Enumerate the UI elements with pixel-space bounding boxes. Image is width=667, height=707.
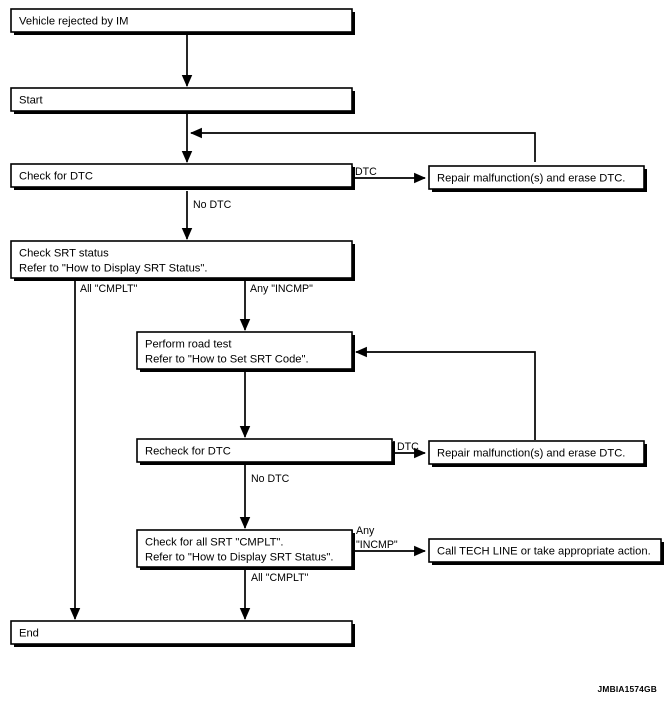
edge-label-no-dtc-mid: No DTC [251,473,290,485]
node-repair-1-label: Repair malfunction(s) and erase DTC. [437,172,625,184]
node-check-srt-status-line2: Refer to "How to Display SRT Status". [19,262,207,274]
connector-repair1-loopback [190,127,536,162]
node-end: End [10,620,355,647]
node-check-dtc: Check for DTC [10,163,355,190]
edge-label-any-incmp-top: Any "INCMP" [250,283,313,295]
edge-label-all-cmplt-bottom: All "CMPLT" [251,572,309,584]
node-vehicle-rejected: Vehicle rejected by IM [10,8,355,35]
node-check-dtc-label: Check for DTC [19,170,93,182]
node-end-label: End [19,627,39,639]
connector-repair2-loopback [355,346,536,440]
node-start-label: Start [19,94,44,106]
node-repair-2-label: Repair malfunction(s) and erase DTC. [437,447,625,459]
node-check-srt-status: Check SRT status Refer to "How to Displa… [10,240,355,281]
figure-id-label: JMBIA1574GB [598,684,657,694]
node-start: Start [10,87,355,114]
node-repair-2: Repair malfunction(s) and erase DTC. [428,440,647,467]
edge-label-all-cmplt-top: All "CMPLT" [80,283,138,295]
edge-label-any-incmp-bottom-line2: "INCMP" [356,539,398,551]
edge-label-any-incmp-bottom-line1: Any [356,525,375,537]
node-perform-road-test-line2: Refer to "How to Set SRT Code". [145,353,309,365]
node-repair-1: Repair malfunction(s) and erase DTC. [428,165,647,192]
node-recheck-dtc: Recheck for DTC [136,438,395,465]
node-vehicle-rejected-label: Vehicle rejected by IM [19,15,128,27]
node-call-tech-line: Call TECH LINE or take appropriate actio… [428,538,664,565]
node-perform-road-test-line1: Perform road test [145,338,232,350]
node-check-srt-status-line1: Check SRT status [19,247,109,259]
node-perform-road-test: Perform road test Refer to "How to Set S… [136,331,355,372]
node-call-tech-line-label: Call TECH LINE or take appropriate actio… [437,545,651,557]
node-check-all-srt-line1: Check for all SRT "CMPLT". [145,536,284,548]
edge-label-no-dtc-top: No DTC [193,199,232,211]
edge-label-dtc-mid: DTC [397,441,419,453]
node-recheck-dtc-label: Recheck for DTC [145,445,231,457]
edge-label-dtc-top: DTC [355,166,377,178]
node-check-all-srt-line2: Refer to "How to Display SRT Status". [145,551,333,563]
node-check-all-srt: Check for all SRT "CMPLT". Refer to "How… [136,529,355,570]
